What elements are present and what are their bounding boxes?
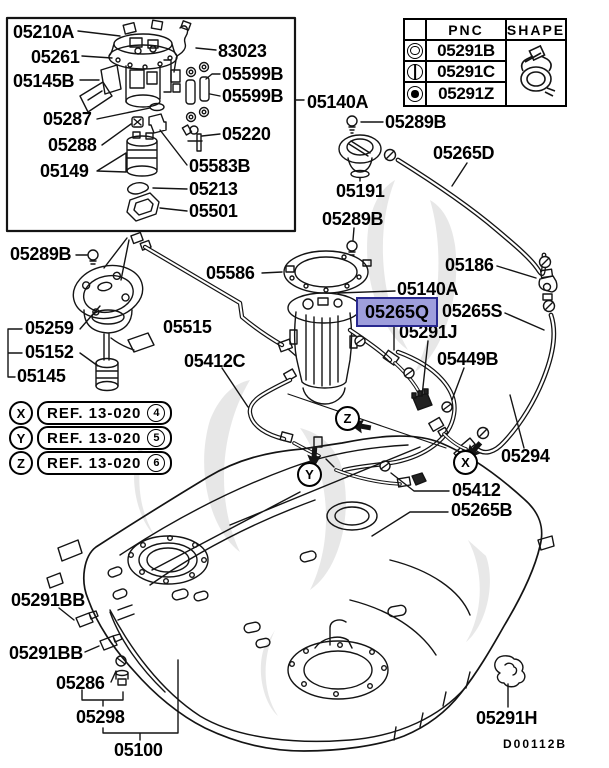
ref-note-y: Y REF. 13-020 5 [9, 426, 173, 450]
part-label-05291bb-1[interactable]: 05291BB [11, 590, 85, 610]
part-label-05586[interactable]: 05586 [206, 263, 255, 283]
clamp-symbol-dot-ring-icon [405, 83, 427, 105]
part-label-05291bb-2[interactable]: 05291BB [9, 643, 83, 663]
part-label-05288[interactable]: 05288 [48, 135, 97, 155]
part-label-05140a-mid[interactable]: 05140A [397, 279, 459, 299]
part-label-05191[interactable]: 05191 [336, 181, 385, 201]
ref-note-y-text: REF. 13-020 [47, 429, 142, 447]
part-label-05412[interactable]: 05412 [452, 480, 501, 500]
part-label-05220[interactable]: 05220 [222, 124, 271, 144]
part-label-05265b[interactable]: 05265B [451, 500, 513, 520]
hose-clamp-icon [520, 44, 556, 97]
part-label-05265d[interactable]: 05265D [433, 143, 495, 163]
ref-note-z-marker: Z [9, 451, 33, 475]
ref-note-x-text: REF. 13-020 [47, 404, 142, 422]
ref-note-y-number: 5 [147, 429, 166, 447]
ref-note-z-text: REF. 13-020 [47, 454, 142, 472]
part-label-05583b[interactable]: 05583B [189, 156, 251, 176]
part-label-05145[interactable]: 05145 [17, 366, 66, 386]
part-label-05298[interactable]: 05298 [76, 707, 125, 727]
ref-marker-x-on-diagram: X [453, 450, 478, 475]
ref-note-x-box: REF. 13-020 4 [37, 401, 173, 425]
part-label-05259[interactable]: 05259 [25, 318, 74, 338]
part-label-05186[interactable]: 05186 [445, 255, 494, 275]
clamp-symbol-double-ring-icon [405, 41, 427, 62]
part-label-05412c[interactable]: 05412C [184, 351, 246, 371]
part-label-05515[interactable]: 05515 [163, 317, 212, 337]
part-label-05501[interactable]: 05501 [189, 201, 238, 221]
part-label-05145b[interactable]: 05145B [13, 71, 75, 91]
part-label-05289b-left[interactable]: 05289B [10, 244, 72, 264]
part-label-05286[interactable]: 05286 [56, 673, 105, 693]
pnc-value-05291c[interactable]: 05291C [427, 62, 507, 83]
shape-column-header: SHAPE [507, 20, 565, 41]
pnc-value-05291z[interactable]: 05291Z [427, 83, 507, 105]
ref-marker-y-on-diagram: Y [297, 462, 322, 487]
ref-note-x: X REF. 13-020 4 [9, 401, 173, 425]
part-label-05152[interactable]: 05152 [25, 342, 74, 362]
pnc-table-corner-cell [405, 20, 427, 41]
ref-note-y-marker: Y [9, 426, 33, 450]
part-label-05449b[interactable]: 05449B [437, 349, 499, 369]
ref-marker-z-on-diagram: Z [335, 406, 360, 431]
ref-note-x-number: 4 [147, 404, 166, 422]
highlighted-part-label-05265q[interactable]: 05265Q [356, 297, 438, 327]
clamp-shape-drawing [507, 41, 565, 105]
ref-note-z-box: REF. 13-020 6 [37, 451, 173, 475]
ref-note-x-marker: X [9, 401, 33, 425]
part-label-05294[interactable]: 05294 [501, 446, 550, 466]
ref-note-y-box: REF. 13-020 5 [37, 426, 173, 450]
part-label-05291j[interactable]: 05291J [399, 322, 458, 342]
ref-note-z-number: 6 [147, 454, 166, 472]
part-label-05289b-top[interactable]: 05289B [385, 112, 447, 132]
ref-note-z: Z REF. 13-020 6 [9, 451, 173, 475]
part-label-05599b-2[interactable]: 05599B [222, 86, 284, 106]
part-label-05289b-mid[interactable]: 05289B [322, 209, 384, 229]
pnc-shape-table: PNC SHAPE 05291B 05291C 05291Z [403, 18, 567, 107]
part-label-83023[interactable]: 83023 [218, 41, 267, 61]
part-label-05287[interactable]: 05287 [43, 109, 92, 129]
part-label-05265s[interactable]: 05265S [442, 301, 503, 321]
part-label-05210a[interactable]: 05210A [13, 22, 75, 42]
drawing-code: D00112B [503, 737, 568, 751]
part-label-05149[interactable]: 05149 [40, 161, 89, 181]
part-label-05291h[interactable]: 05291H [476, 708, 538, 728]
part-label-05261[interactable]: 05261 [31, 47, 80, 67]
part-label-05599b-1[interactable]: 05599B [222, 64, 284, 84]
pnc-value-05291b[interactable]: 05291B [427, 41, 507, 62]
part-label-05213[interactable]: 05213 [189, 179, 238, 199]
part-label-05140a-top[interactable]: 05140A [307, 92, 369, 112]
pnc-column-header: PNC [427, 20, 507, 41]
part-label-05100[interactable]: 05100 [114, 740, 163, 760]
clamp-symbol-split-ring-icon [405, 62, 427, 83]
